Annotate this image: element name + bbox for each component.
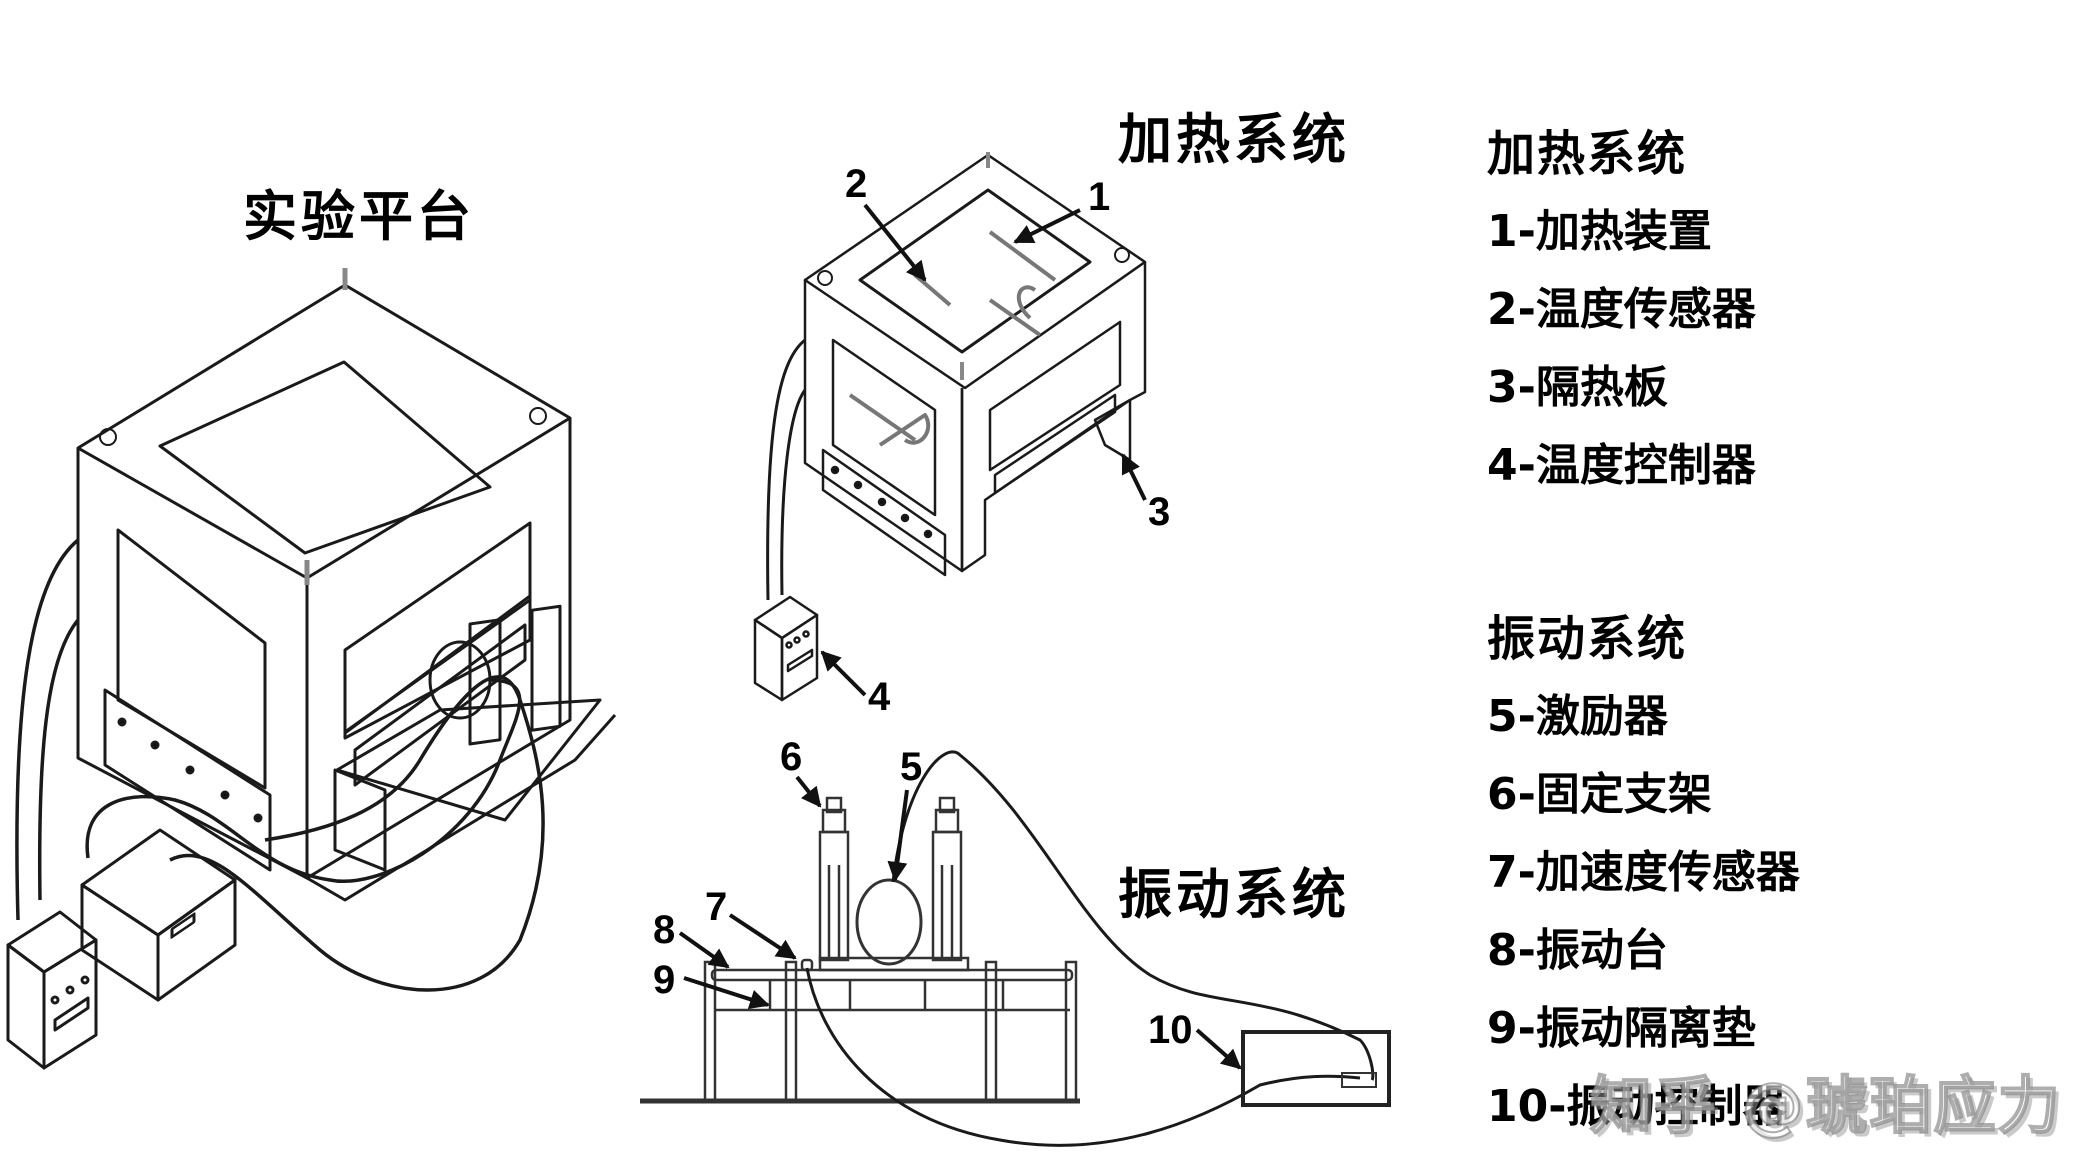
heating-left-face — [803, 280, 964, 573]
platform-right-window-upper — [343, 521, 532, 734]
legend-item: 9-振动隔离垫 — [1487, 1003, 1756, 1054]
legend-item: 3-隔热板 — [1487, 362, 1668, 413]
heating-element — [1016, 285, 1037, 320]
experiment-platform-drawing — [6, 268, 617, 1070]
heating-right-face — [960, 262, 1147, 573]
bolt — [529, 407, 547, 425]
controller-port — [1341, 1072, 1377, 1088]
callout-10: 10 — [1148, 1008, 1193, 1052]
temperature-sensor-probe — [913, 273, 952, 307]
platform-cable — [169, 675, 545, 992]
vibration-table-top — [710, 968, 1074, 982]
exciter-cable — [891, 750, 1375, 1081]
heating-element — [988, 230, 1057, 282]
callout-7: 7 — [705, 885, 728, 929]
platform-top-face — [76, 283, 572, 580]
heating-right-window — [988, 320, 1122, 472]
platform-base — [306, 714, 617, 902]
arrow-1 — [1013, 208, 1081, 244]
callout-2: 2 — [845, 162, 868, 206]
platform-right-plate — [353, 623, 527, 787]
arrow-7 — [728, 913, 797, 960]
watermark: 知乎 @琥珀应力 — [1589, 1068, 2062, 1143]
experiment-platform-title: 实验平台 — [243, 185, 475, 248]
arrow-5 — [887, 789, 909, 882]
legend-heating: 加热系统 1-加热装置 2-温度传感器 3-隔热板 4-温度控制器 — [1487, 115, 1756, 505]
vibration-callout-arrows — [678, 775, 1242, 1070]
callout-3: 3 — [1148, 490, 1171, 534]
legend-item: 6-固定支架 — [1487, 769, 1712, 820]
heating-system-drawing — [753, 152, 1147, 702]
table-leg — [984, 960, 998, 1102]
platform-cable — [37, 618, 80, 901]
heating-element — [848, 393, 931, 447]
platform-vibration-table — [335, 698, 602, 822]
exciter-base — [818, 956, 970, 972]
table-leg — [703, 960, 717, 1102]
legend-item: 8-振动台 — [1487, 925, 1668, 976]
legend-item: 2-温度传感器 — [1487, 284, 1756, 335]
platform-left-window — [116, 528, 267, 790]
heating-cable — [780, 389, 807, 596]
platform-cable — [15, 538, 80, 921]
vibration-system-title: 振动系统 — [1118, 863, 1350, 926]
heating-callout-arrows — [820, 203, 1147, 697]
callout-9: 9 — [653, 958, 676, 1002]
legend-vibration: 振动系统 5-激励器 6-固定支架 7-加速度传感器 8-振动台 9-振动隔离垫… — [1487, 600, 1800, 1146]
legend-heading-heating: 加热系统 — [1487, 126, 1688, 182]
accelerometer-cable — [805, 967, 1361, 1147]
platform-top-window — [158, 360, 492, 555]
callout-5: 5 — [900, 745, 923, 789]
insulation-plate — [1093, 398, 1132, 462]
arrow-3 — [1121, 453, 1147, 501]
heating-right-plate — [993, 393, 1117, 495]
legend-heading-vibration: 振动系统 — [1487, 611, 1688, 667]
heating-left-window — [831, 338, 937, 517]
legend-item: 4-温度控制器 — [1487, 440, 1756, 491]
heating-left-plate — [821, 448, 947, 577]
legend-item: 5-激励器 — [1487, 691, 1668, 742]
legend-item: 7-加速度传感器 — [1487, 847, 1800, 898]
vibration-system-drawing — [640, 750, 1391, 1147]
arrow-4 — [820, 650, 867, 697]
platform-left-plate — [103, 688, 272, 872]
arrow-9 — [683, 976, 770, 1010]
arrow-10 — [1195, 1028, 1242, 1070]
platform-right-window — [343, 594, 532, 740]
legend-item: 10-振动控制器 — [1487, 1081, 1787, 1132]
heating-top-opening — [858, 188, 1092, 354]
arrow-8 — [678, 931, 730, 969]
temperature-controller — [753, 595, 819, 702]
vibration-controller — [1241, 1030, 1391, 1107]
heating-element — [988, 298, 1042, 337]
arrow-6 — [795, 775, 822, 808]
platform-cable — [85, 678, 522, 883]
heating-cable — [766, 338, 806, 601]
legend-item: 1-加热装置 — [1487, 206, 1712, 257]
platform-temp-controller — [6, 910, 98, 1070]
fixed-support-left — [818, 796, 850, 962]
arrow-2 — [863, 203, 927, 282]
platform-signal-generator — [80, 828, 237, 1002]
heating-system-title: 加热系统 — [1118, 108, 1350, 171]
fixed-support-right — [931, 796, 963, 962]
callout-8: 8 — [653, 908, 676, 952]
table-leg — [1064, 960, 1078, 1102]
callout-1: 1 — [1088, 175, 1111, 219]
platform-support-right — [530, 604, 562, 732]
callout-4: 4 — [868, 675, 891, 719]
exciter — [855, 878, 923, 966]
bolt — [99, 428, 117, 446]
table-leg — [784, 960, 798, 1102]
callout-6: 6 — [780, 735, 803, 779]
heating-top-face — [803, 153, 1147, 390]
